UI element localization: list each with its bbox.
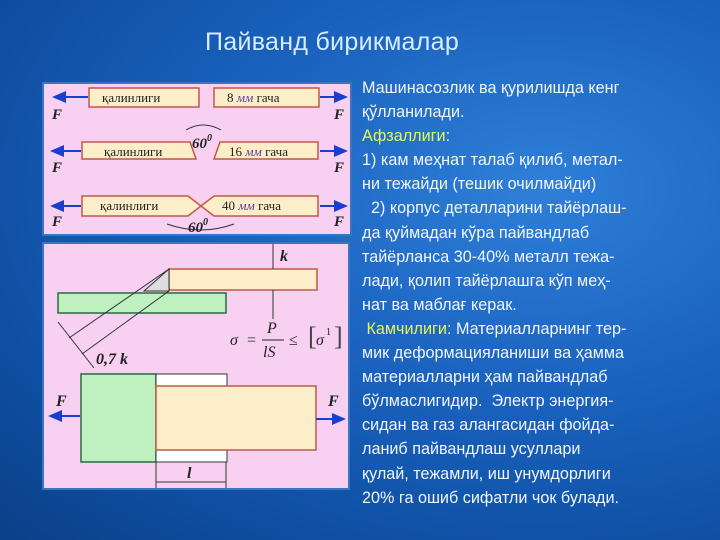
force-label: F [333,107,344,123]
svg-text:1: 1 [326,327,331,338]
svg-text:σ: σ [316,332,325,349]
thickness-label: қалинлиги [102,90,160,105]
butt-weld-diagram: қалинлиги 8 мм гача қалинлиги 16 мм гача… [42,82,352,236]
angle-label: 600 [192,133,212,152]
thickness-range: 16 мм гача [229,144,288,159]
angle-label: 600 [188,217,208,234]
slide-title: Пайванд бирикмалар [205,28,460,56]
leg-size-k-label: k [280,248,288,265]
text-line: ни тежайди (тешик очилмайди) [362,175,597,194]
text-line: қўлланилади. [362,103,465,122]
body-text: Машинасозлик ва қурилишда кенг қўлланила… [362,76,702,510]
text-line: 2) корпус деталларини тайёрлаш- [362,199,627,218]
thickness-label: қалинлиги [100,198,158,213]
text-line: мик деформацияланиши ва ҳамма [362,344,624,363]
force-label: F [51,160,62,176]
svg-text:≤: ≤ [289,332,298,349]
text-line: ланиб пайвандлаш усуллари [362,440,581,459]
text-line: Машинасозлик ва қурилишда кенг [362,79,620,97]
thickness-range: 40 мм гача [222,198,281,213]
force-label: F [327,393,339,410]
text-line: сидан ва газ алангасидан фойда- [362,416,615,435]
text-line: бўлмаслигидир. Электр энергия- [362,392,614,411]
stress-formula: σ = P lS ≤ [ σ 1 ] [230,320,343,361]
text-line: нат ва маблағ керак. [362,295,517,314]
text-line: лади, қолип тайёрлашга кўп меҳ- [362,271,611,290]
svg-text:lS: lS [263,344,275,361]
disadvantages-line: Камчилиги: Материалларнинг тер- [362,319,627,338]
svg-text:]: ] [334,322,343,351]
force-label: F [333,160,344,176]
text-line: материалларни ҳам пайвандлаб [362,368,608,387]
lap-weld-diagram: k 0,7 k F F l σ = P lS ≤ [ σ 1 ] [42,242,350,490]
butt-weld-svg: қалинлиги 8 мм гача қалинлиги 16 мм гача… [50,87,348,236]
text-line: тайёрланса 30-40% металл тежа- [362,247,615,266]
force-label: F [55,393,67,410]
weld-length-label: l [187,465,192,482]
svg-text:P: P [266,320,277,337]
force-label: F [51,107,62,123]
svg-text:σ: σ [230,332,239,349]
lap-weld-svg: k 0,7 k F F l σ = P lS ≤ [ σ 1 ] [48,244,346,488]
thickness-range: 8 мм гача [227,90,280,105]
text-line: 20% га ошиб сифатли чок булади. [362,488,619,507]
svg-text:=: = [247,332,256,349]
text-line: да қуймадан кўра пайвандлаб [362,223,590,242]
text-line: 1) кам меҳнат талаб қилиб, метал- [362,151,623,170]
leg-0-7k-label: 0,7 k [96,351,128,368]
force-label: F [333,214,344,230]
advantages-heading: Афзаллиги: [362,127,451,146]
thickness-label: қалинлиги [104,144,162,159]
svg-text:[: [ [308,322,317,351]
text-line: қулай, тежамли, иш унумдорлиги [362,464,611,483]
force-label: F [51,214,62,230]
